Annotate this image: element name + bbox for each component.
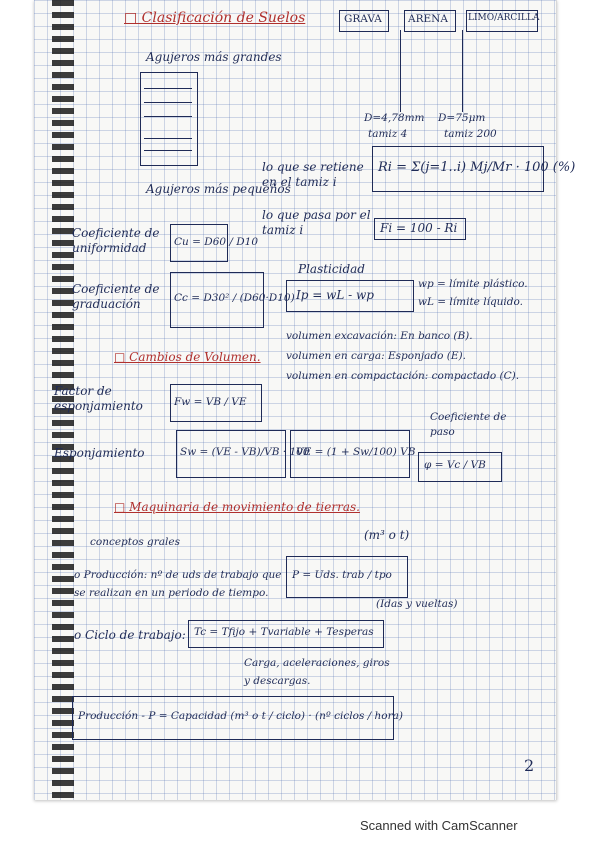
page-number: 2 — [524, 756, 535, 775]
fw-label: Factor de esponjamiento — [54, 384, 143, 413]
sieve-200: tamiz 200 — [444, 128, 497, 140]
final-formula-box — [72, 696, 394, 740]
cp-formula-box — [418, 452, 502, 482]
sieve-line — [144, 138, 192, 140]
plasticity-formula-box — [286, 280, 414, 312]
sieve-size-200: D=75μm — [438, 112, 486, 124]
spiral-binding — [52, 0, 74, 800]
cu-formula: Cu = D60 / D10 — [174, 236, 259, 248]
cycle-formula: Tc = Tfijo + Tvariable + Tesperas — [194, 626, 374, 638]
cu-formula-box — [170, 224, 228, 262]
cycle-note: Carga, aceleraciones, giros y descargas. — [244, 657, 390, 687]
production-formula: P = Uds. trab / tpo — [292, 569, 392, 581]
type-sand: ARENA — [408, 13, 448, 25]
sw-formula: Sw = (VE - VB)/VB · 100 — [180, 446, 310, 458]
production-description: o Producción: nº de uds de trabajo que s… — [74, 569, 282, 599]
type-box-silt — [466, 10, 538, 32]
section-title-soils: □ Clasificación de Suelos — [124, 10, 306, 26]
volume-load: volumen en carga: Esponjado (E). — [286, 350, 466, 362]
production-formula-box — [286, 556, 408, 598]
sieve-line — [144, 88, 192, 90]
type-gravel: GRAVA — [344, 13, 382, 25]
cp-formula: φ = Vc / VB — [424, 459, 486, 471]
ve-formula: VE = (1 + Sw/100) VB — [296, 446, 416, 458]
final-formula: Producción - P = Capacidad (m³ o t / cic… — [78, 710, 404, 722]
label-largest-holes: Agujeros más grandes — [146, 50, 282, 64]
cc-label: Coeficiente de graduación — [72, 282, 160, 311]
section-title-volume: □ Cambios de Volumen. — [114, 350, 261, 364]
sieve-size-4: D=4,78mm — [364, 112, 425, 124]
plasticity-title: Plasticidad — [298, 262, 365, 276]
scanner-watermark: Scanned with CamScanner — [360, 818, 518, 833]
divider-1 — [400, 30, 402, 112]
type-box-gravel — [339, 10, 389, 32]
cu-label: Coeficiente de uniformidad — [72, 226, 160, 255]
label-smallest-holes: Agujeros más pequeños — [146, 182, 291, 196]
cp-label: Coeficiente de paso — [430, 411, 507, 438]
wl-definition: wL = límite líquido. — [418, 296, 523, 308]
type-silt: LIMO/ARCILLA — [468, 13, 540, 23]
volume-compacted: volumen en compactación: compactado (C). — [286, 370, 520, 382]
retained-formula: Ri = Σ(j=1..i) Mj/Mr · 100 (%) — [378, 160, 576, 175]
sieve-line — [144, 150, 192, 152]
type-box-sand — [404, 10, 456, 32]
cycle-formula-box — [188, 620, 384, 648]
sw-formula-box — [176, 430, 286, 478]
ve-formula-box — [290, 430, 410, 478]
cc-formula: Cc = D30² / (D60·D10) — [174, 292, 295, 304]
passing-formula: Fi = 100 - Ri — [380, 221, 458, 235]
sieve-line — [144, 116, 192, 118]
notebook-page: □ Clasificación de Suelos GRAVA ARENA LI… — [34, 0, 575, 800]
concepts-label: conceptos grales — [90, 536, 181, 548]
wp-definition: wp = límite plástico. — [418, 278, 528, 290]
cc-formula-box — [170, 272, 264, 328]
cycle-label: o Ciclo de trabajo: — [74, 628, 186, 642]
units-note: (m³ o t) — [364, 528, 410, 542]
fw-formula-box — [170, 384, 262, 422]
fw-formula: Fw = VB / VE — [174, 396, 247, 408]
sieve-column — [140, 72, 198, 166]
production-note: (Idas y vueltas) — [376, 598, 458, 610]
retained-formula-box — [372, 146, 544, 192]
retained-description: lo que se retiene en el tamiz i — [262, 160, 364, 189]
volume-bank: volumen excavación: En banco (B). — [286, 330, 473, 342]
passing-formula-box — [374, 218, 466, 240]
passing-description: lo que pasa por el tamiz i — [262, 208, 371, 237]
sieve-line — [144, 102, 192, 104]
plasticity-formula: Ip = wL - wp — [296, 288, 374, 302]
divider-2 — [462, 30, 464, 112]
sieve-4: tamiz 4 — [368, 128, 408, 140]
section-title-machinery: □ Maquinaria de movimiento de tierras. — [114, 500, 360, 514]
sw-label: Esponjamiento — [54, 446, 145, 460]
